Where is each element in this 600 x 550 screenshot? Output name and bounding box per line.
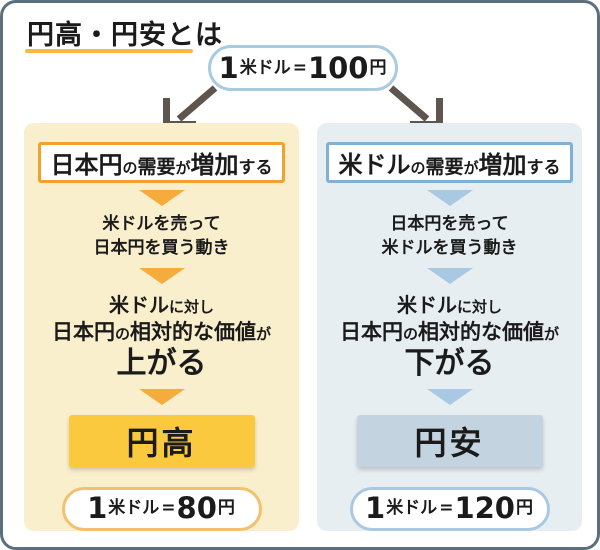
yen-low-rate-equals: = bbox=[439, 498, 454, 519]
down-triangle-icon bbox=[426, 267, 473, 284]
jpy-effect-line2-em1: 日本円 bbox=[51, 319, 115, 344]
usd-demand-increase-box: 米ドルの需要が増加する bbox=[326, 142, 573, 183]
jpy-demand-verb: 増加 bbox=[190, 151, 239, 179]
usd-demand-subject: 米ドル bbox=[338, 151, 411, 179]
jpy-demand-subject: 日本円 bbox=[50, 151, 123, 179]
yen-low-rate-yen-unit: 円 bbox=[515, 498, 533, 519]
usd-demand-particle2: が bbox=[463, 159, 479, 177]
usd-demand-verb: 増加 bbox=[478, 151, 527, 179]
title-underline bbox=[25, 49, 193, 53]
jpy-demand-noun: 需要 bbox=[137, 156, 176, 178]
yen-low-rate-usd-unit: 米ドル bbox=[386, 498, 438, 519]
yen-depreciation-panel: 米ドルの需要が増加する 日本円を売って 米ドルを買う動き 米ドルに対し 日本円の… bbox=[317, 123, 582, 531]
page-title: 円高・円安とは bbox=[27, 20, 223, 51]
jpy-effect-line1: 米ドルに対し bbox=[52, 292, 271, 319]
usd-flow-line1: 日本円を売って bbox=[390, 214, 509, 234]
jpy-effect-line1-em: 米ドル bbox=[108, 292, 169, 317]
outcome-yen-high: 円高 bbox=[68, 415, 255, 467]
jpy-effect-line2-p2: が bbox=[256, 324, 272, 343]
down-triangle-icon bbox=[426, 389, 473, 406]
base-rate-equals: = bbox=[292, 57, 307, 78]
base-rate-yen-unit: 円 bbox=[369, 57, 387, 78]
jpy-demand-particle2: が bbox=[175, 159, 191, 177]
outcome-yen-low: 円安 bbox=[356, 415, 543, 467]
base-rate-usd-unit: 米ドル bbox=[239, 57, 291, 78]
jpy-effect-line2: 日本円の相対的な価値が bbox=[52, 319, 271, 346]
jpy-effect-line2-p1: の bbox=[114, 324, 130, 343]
jpy-demand-particle1: の bbox=[122, 159, 138, 177]
usd-effect-line2-em2: 相対的な価値 bbox=[418, 319, 544, 344]
down-triangle-icon bbox=[138, 267, 185, 284]
jpy-demand-increase-box: 日本円の需要が増加する bbox=[38, 142, 285, 183]
yen-low-rate-value: 120 bbox=[454, 491, 515, 526]
usd-demand-particle1: の bbox=[410, 159, 426, 177]
usd-effect-line1-em: 米ドル bbox=[396, 292, 457, 317]
usd-flow-line2: 米ドルを買う動き bbox=[381, 237, 518, 258]
usd-effect-text: 米ドルに対し 日本円の相対的な価値が 下がる bbox=[340, 292, 559, 382]
jpy-flow-line2: 日本円を買う動き bbox=[93, 237, 230, 258]
jpy-demand-suffix: する bbox=[238, 158, 273, 178]
usd-demand-noun: 需要 bbox=[425, 156, 464, 178]
usd-effect-line1: 米ドルに対し bbox=[340, 292, 559, 319]
yen-low-rate-number: 1 bbox=[365, 491, 386, 526]
yen-high-rate-yen-unit: 円 bbox=[217, 498, 235, 519]
usd-effect-line2-em1: 日本円 bbox=[339, 319, 403, 344]
usd-demand-suffix: する bbox=[526, 158, 561, 178]
yen-appreciation-panel: 日本円の需要が増加する 米ドルを売って 日本円を買う動き 米ドルに対し 日本円の… bbox=[24, 123, 299, 531]
usd-effect-line2: 日本円の相対的な価値が bbox=[340, 319, 559, 346]
jpy-effect-verdict: 上がる bbox=[116, 345, 207, 381]
jpy-effect-line1-rest: に対し bbox=[168, 297, 214, 316]
usd-effect-line2-p2: が bbox=[544, 324, 560, 343]
down-triangle-icon bbox=[426, 190, 473, 206]
base-rate-number: 1 bbox=[218, 50, 239, 85]
down-triangle-icon bbox=[138, 190, 185, 206]
jpy-flow-line1: 米ドルを売って bbox=[102, 214, 221, 234]
yen-high-rate-usd-unit: 米ドル bbox=[108, 498, 160, 519]
usd-effect-line2-p1: の bbox=[402, 324, 418, 343]
yen-high-rate-number: 1 bbox=[87, 491, 108, 526]
usd-demand-text: 米ドルの需要が増加する bbox=[338, 145, 560, 180]
jpy-flow-text: 米ドルを売って 日本円を買う動き bbox=[94, 213, 230, 261]
base-rate-value: 100 bbox=[307, 50, 369, 85]
jpy-demand-text: 日本円の需要が増加する bbox=[50, 145, 272, 180]
usd-effect-line1-rest: に対し bbox=[456, 297, 502, 316]
yen-high-rate-equals: = bbox=[161, 498, 176, 519]
usd-flow-text: 日本円を売って 米ドルを買う動き bbox=[382, 213, 518, 261]
down-triangle-icon bbox=[138, 389, 185, 406]
jpy-effect-line2-em2: 相対的な価値 bbox=[130, 319, 256, 344]
jpy-effect-text: 米ドルに対し 日本円の相対的な価値が 上がる bbox=[52, 292, 271, 382]
usd-effect-verdict: 下がる bbox=[404, 345, 495, 381]
yen-high-rate-value: 80 bbox=[176, 491, 217, 526]
